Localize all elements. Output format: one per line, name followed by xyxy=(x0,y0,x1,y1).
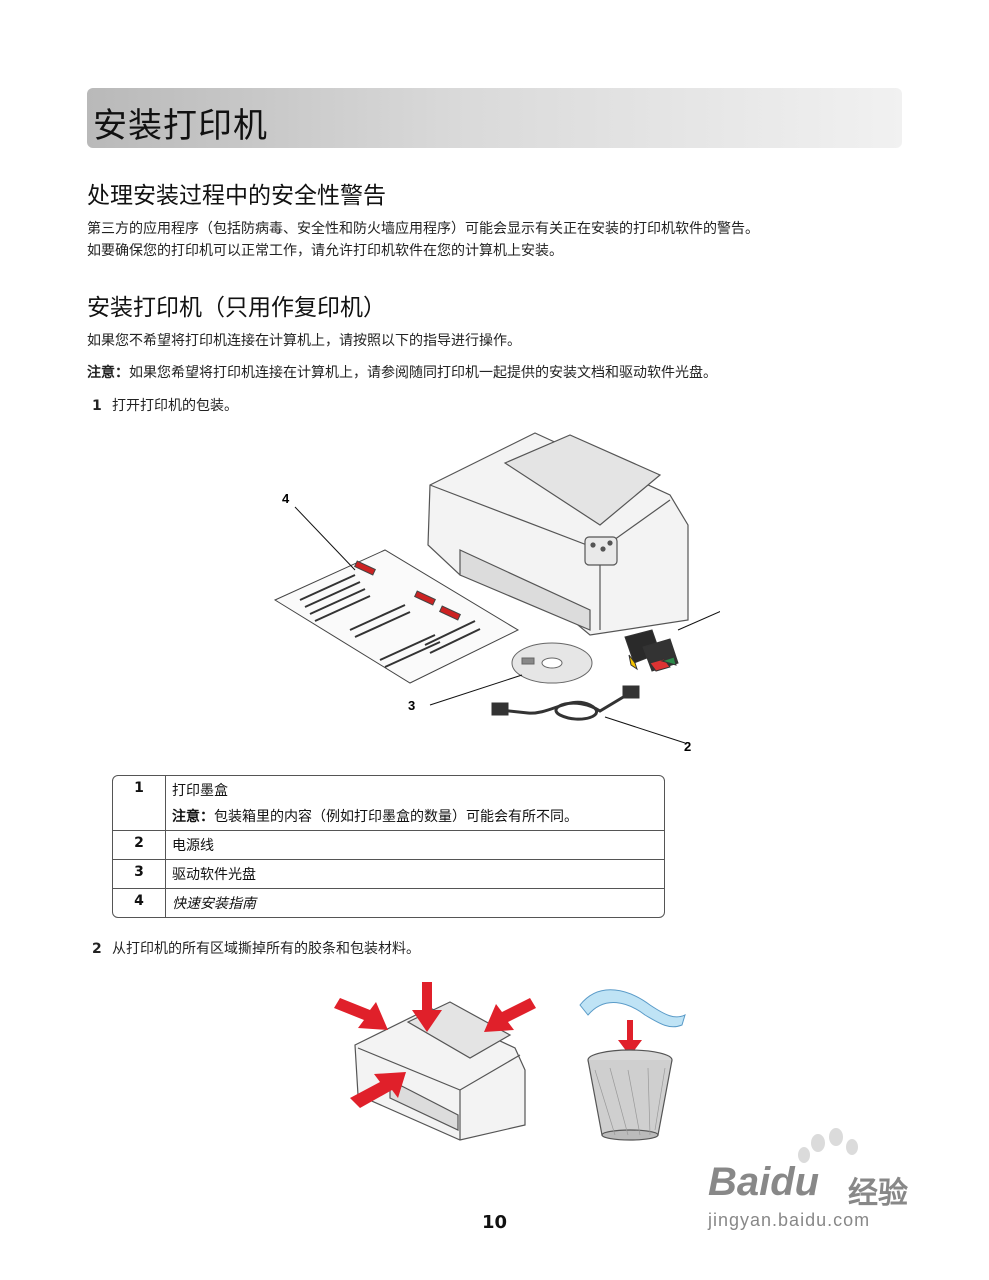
item-note-label: 注意： xyxy=(172,809,214,825)
trash-can-illustration xyxy=(587,1049,673,1141)
package-items-table: 1 打印墨盒 注意：包装箱里的内容（例如打印墨盒的数量）可能会有所不同。 2 电… xyxy=(112,775,665,918)
power-cord-illustration xyxy=(491,685,640,721)
watermark-url: jingyan.baidu.com xyxy=(708,1210,871,1230)
watermark-brand: Baidu xyxy=(708,1160,820,1204)
item-label: 电源线 xyxy=(166,830,664,859)
item-number: 3 xyxy=(113,859,166,888)
table-row: 2 电源线 xyxy=(113,830,664,859)
arrow-icon xyxy=(350,1072,406,1108)
tape-illustration xyxy=(579,989,686,1028)
down-arrow-icon xyxy=(618,1020,642,1056)
safety-line-1: 第三方的应用程序（包括防病毒、安全性和防火墙应用程序）可能会显示有关正在安装的打… xyxy=(87,221,759,237)
watermark-cn: 经验 xyxy=(848,1177,908,1210)
title-bar: 安装打印机 xyxy=(87,88,902,148)
callout-2: 2 xyxy=(684,739,691,754)
step-2: 2 从打印机的所有区域撕掉所有的胶条和包装材料。 xyxy=(92,938,420,958)
copier-note: 注意：如果您希望将打印机连接在计算机上，请参阅随同打印机一起提供的安装文档和驱动… xyxy=(87,362,717,384)
remove-tape-figure xyxy=(334,982,686,1141)
step-1-number: 1 xyxy=(92,398,102,414)
driver-cd-illustration xyxy=(511,642,593,684)
callout-4: 4 xyxy=(282,491,290,506)
arrow-icon xyxy=(412,982,442,1032)
safety-paragraph: 第三方的应用程序（包括防病毒、安全性和防火墙应用程序）可能会显示有关正在安装的打… xyxy=(87,218,907,262)
item-label: 驱动软件光盘 xyxy=(166,859,664,888)
package-contents-figure: 4 1 3 2 xyxy=(273,432,720,754)
item-note: 注意：包装箱里的内容（例如打印墨盒的数量）可能会有所不同。 xyxy=(172,806,658,826)
safety-heading: 处理安装过程中的安全性警告 xyxy=(87,183,386,209)
item-label: 打印墨盒 xyxy=(172,783,228,799)
safety-line-2: 如要确保您的打印机可以正常工作，请允许打印机软件在您的计算机上安装。 xyxy=(87,243,563,259)
copier-heading: 安装打印机（只用作复印机） xyxy=(87,295,386,321)
callout-leaders xyxy=(294,506,720,744)
step-2-number: 2 xyxy=(92,941,102,957)
copier-intro: 如果您不希望将打印机连接在计算机上，请按照以下的指导进行操作。 xyxy=(87,333,521,349)
table-row: 1 打印墨盒 注意：包装箱里的内容（例如打印墨盒的数量）可能会有所不同。 xyxy=(113,776,664,830)
item-number: 1 xyxy=(113,776,166,830)
arrow-icon xyxy=(484,998,536,1032)
arrow-icon xyxy=(334,998,388,1030)
note-label: 注意： xyxy=(87,365,129,381)
step-1: 1 打开打印机的包装。 xyxy=(92,395,238,415)
quick-setup-guide-illustration xyxy=(273,549,520,684)
baidu-paw-logo xyxy=(798,1128,858,1163)
table-row: 3 驱动软件光盘 xyxy=(113,859,664,888)
item-label: 快速安装指南 xyxy=(166,888,664,917)
page-title: 安装打印机 xyxy=(93,106,268,146)
callout-3: 3 xyxy=(408,698,415,713)
ink-cartridges-illustration xyxy=(624,629,679,672)
item-number: 4 xyxy=(113,888,166,917)
page-number: 10 xyxy=(481,1212,508,1233)
table-row: 4 快速安装指南 xyxy=(113,888,664,917)
step-2-text: 从打印机的所有区域撕掉所有的胶条和包装材料。 xyxy=(112,941,420,957)
step-1-text: 打开打印机的包装。 xyxy=(112,398,238,414)
item-number: 2 xyxy=(113,830,166,859)
printer-illustration xyxy=(427,432,689,636)
note-text: 如果您希望将打印机连接在计算机上，请参阅随同打印机一起提供的安装文档和驱动软件光… xyxy=(129,365,717,381)
item-description: 打印墨盒 注意：包装箱里的内容（例如打印墨盒的数量）可能会有所不同。 xyxy=(166,776,664,830)
item-note-text: 包装箱里的内容（例如打印墨盒的数量）可能会有所不同。 xyxy=(214,809,578,825)
red-arrows xyxy=(334,982,536,1108)
